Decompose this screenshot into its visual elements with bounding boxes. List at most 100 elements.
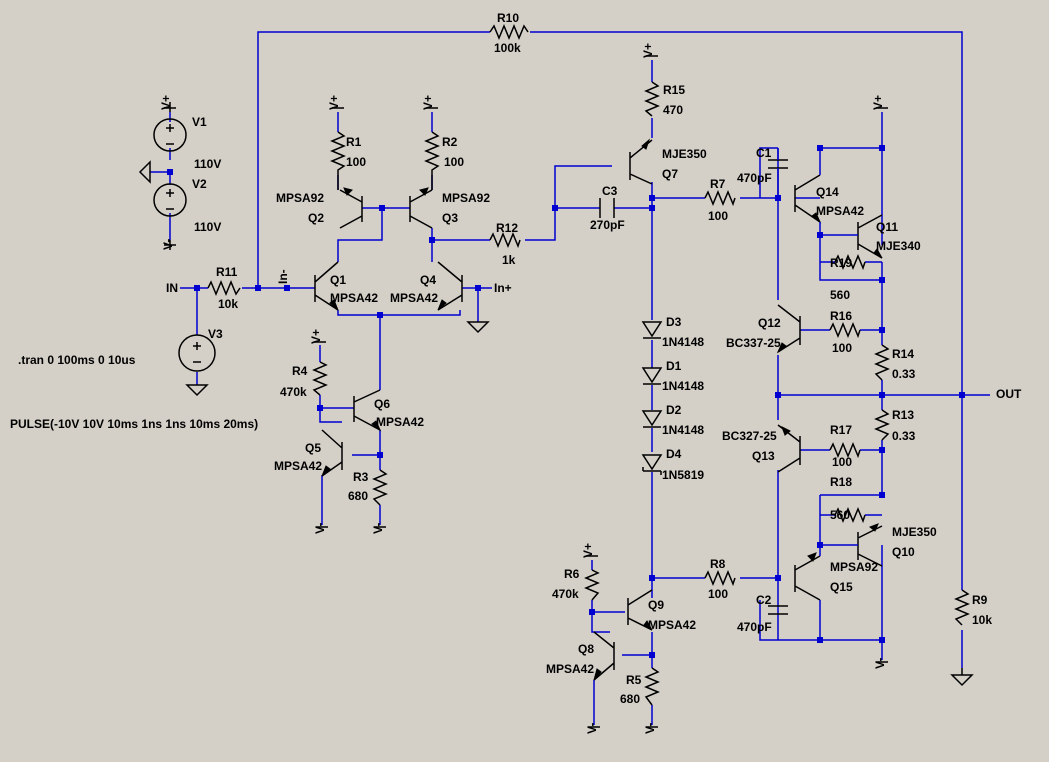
resistor-r3[interactable]: R3 680 <box>348 469 388 506</box>
resistor-r15[interactable]: R15 470 <box>644 81 685 117</box>
q15-model: MPSA92 <box>830 560 878 574</box>
q8-vminus-label: V- <box>585 723 599 734</box>
resistor-r8[interactable]: R8 100 <box>704 557 736 601</box>
v2-flag-label: V- <box>161 239 175 250</box>
resistor-r2[interactable]: R2 100 <box>424 131 464 190</box>
net-in-plus-label: In+ <box>494 281 512 295</box>
resistor-r12[interactable]: R12 1k <box>489 221 521 267</box>
transistor-q1[interactable]: Q1 MPSA42 <box>314 261 378 311</box>
capacitor-c3[interactable]: C3 270pF <box>590 184 625 232</box>
transistor-q5[interactable]: Q5 MPSA42 <box>274 429 343 477</box>
r6-value: 470k <box>552 587 579 601</box>
q10-model: MJE350 <box>892 525 937 539</box>
r4-ref: R4 <box>292 364 308 378</box>
diode-d4[interactable]: D4 1N5819 <box>641 447 704 482</box>
c1-ref: C1 <box>756 146 772 160</box>
r9-value: 10k <box>972 613 992 627</box>
source-v3[interactable]: V3 <box>178 327 223 372</box>
d3-value: 1N4148 <box>662 335 704 349</box>
transistor-q4[interactable]: Q4 MPSA42 <box>390 261 463 311</box>
q14-ref: Q14 <box>816 185 839 199</box>
r4-value: 470k <box>280 385 307 399</box>
q2-model: MPSA92 <box>276 191 324 205</box>
resistor-r17[interactable]: R17 100 <box>829 423 861 469</box>
resistor-r7[interactable]: R7 100 <box>704 177 736 223</box>
r3-vminus-label: V- <box>371 523 385 534</box>
v1-flag-label: V+ <box>159 95 173 110</box>
q3-model: MPSA92 <box>442 191 490 205</box>
r1-ref: R1 <box>346 135 362 149</box>
d3-ref: D3 <box>666 315 682 329</box>
capacitor-c2[interactable]: C2 470pF <box>737 593 788 634</box>
ground-icon <box>138 160 151 184</box>
transistor-q8[interactable]: Q8 MPSA42 <box>546 631 615 681</box>
r18-value: 560 <box>830 508 850 522</box>
transistor-q11[interactable]: Q11 MJE340 <box>857 214 921 259</box>
transistor-q3[interactable]: MPSA92 Q3 <box>409 187 490 229</box>
r4-vplus-label: V+ <box>309 329 323 344</box>
c2-value: 470pF <box>737 620 772 634</box>
q6-model: MPSA42 <box>376 415 424 429</box>
resistor-r6[interactable]: R6 470k <box>552 567 600 601</box>
transistor-q12[interactable]: Q12 BC337-25 <box>726 304 801 354</box>
r1-value: 100 <box>346 155 366 169</box>
diode-d2[interactable]: D2 1N4148 <box>641 403 704 437</box>
r1-vplus-label: V+ <box>327 95 341 110</box>
resistor-r5[interactable]: R5 680 <box>620 667 660 706</box>
source-v2[interactable]: V2 110V <box>153 177 221 234</box>
resistor-r1[interactable]: R1 100 <box>330 131 366 190</box>
q1-model: MPSA42 <box>330 291 378 305</box>
resistor-r18[interactable]: R18 560 <box>830 475 866 524</box>
q8-ref: Q8 <box>578 642 594 656</box>
d2-ref: D2 <box>666 403 682 417</box>
resistor-r14[interactable]: R14 0.33 <box>874 344 916 381</box>
transistor-q2[interactable]: MPSA92 Q2 <box>276 187 363 229</box>
r3-ref: R3 <box>353 470 369 484</box>
ground-symbols <box>138 160 974 687</box>
r15-ref: R15 <box>663 83 685 97</box>
r13-ref: R13 <box>892 408 914 422</box>
transistor-q13[interactable]: BC327-25 Q13 <box>722 424 801 473</box>
resistor-r10[interactable]: R10 100k <box>489 11 529 55</box>
diode-d1[interactable]: D1 1N4148 <box>641 359 704 393</box>
r15-value: 470 <box>663 103 683 117</box>
r8-value: 100 <box>708 587 728 601</box>
diode-d3[interactable]: D3 1N4148 <box>641 315 704 349</box>
q15-q10-link <box>819 544 858 640</box>
transistor-q6[interactable]: Q6 MPSA42 <box>353 389 424 432</box>
resistor-r11[interactable]: R11 10k <box>207 265 241 311</box>
source-v1[interactable]: V1 110V <box>153 115 221 171</box>
q11-model: MJE340 <box>876 239 921 253</box>
resistor-r9[interactable]: R9 10k <box>954 589 992 627</box>
resistor-r4[interactable]: R4 470k <box>280 361 328 399</box>
v1-value: 110V <box>194 157 221 171</box>
transistor-q14[interactable]: Q14 MPSA42 <box>794 174 864 224</box>
tran-directive[interactable]: .tran 0 100ms 0 10us <box>18 353 136 367</box>
r13-value: 0.33 <box>892 429 916 443</box>
transistor-q9[interactable]: Q9 MPSA42 <box>627 589 696 632</box>
r16-ref: R16 <box>830 309 852 323</box>
r10-value: 100k <box>494 41 521 55</box>
transistor-q7[interactable]: MJE350 Q7 <box>629 138 707 185</box>
pulse-directive[interactable]: PULSE(-10V 10V 10ms 1ns 1ns 10ms 20ms) <box>10 417 258 431</box>
q8-model: MPSA42 <box>546 662 594 676</box>
r11-value: 10k <box>218 297 238 311</box>
net-out-label: OUT <box>996 387 1022 401</box>
c3-ref: C3 <box>602 184 618 198</box>
net-in-label: IN <box>166 281 178 295</box>
q14-model: MPSA42 <box>816 204 864 218</box>
capacitor-c1[interactable]: C1 470pF <box>737 146 788 198</box>
r12-value: 1k <box>502 253 516 267</box>
q7-ref: Q7 <box>662 167 678 181</box>
d4-value: 1N5819 <box>662 468 704 482</box>
resistor-r16[interactable]: R16 100 <box>829 309 861 355</box>
r7-value: 100 <box>708 209 728 223</box>
q10-ref: Q10 <box>892 545 915 559</box>
resistor-r13[interactable]: R13 0.33 <box>874 408 916 443</box>
q4-model: MPSA42 <box>390 291 438 305</box>
resistor-r19[interactable]: R19 560 <box>830 254 866 302</box>
r17-ref: R17 <box>830 423 852 437</box>
transistor-q10[interactable]: MJE350 Q10 <box>857 523 937 567</box>
transistor-q15[interactable]: MPSA92 Q15 <box>794 552 878 601</box>
